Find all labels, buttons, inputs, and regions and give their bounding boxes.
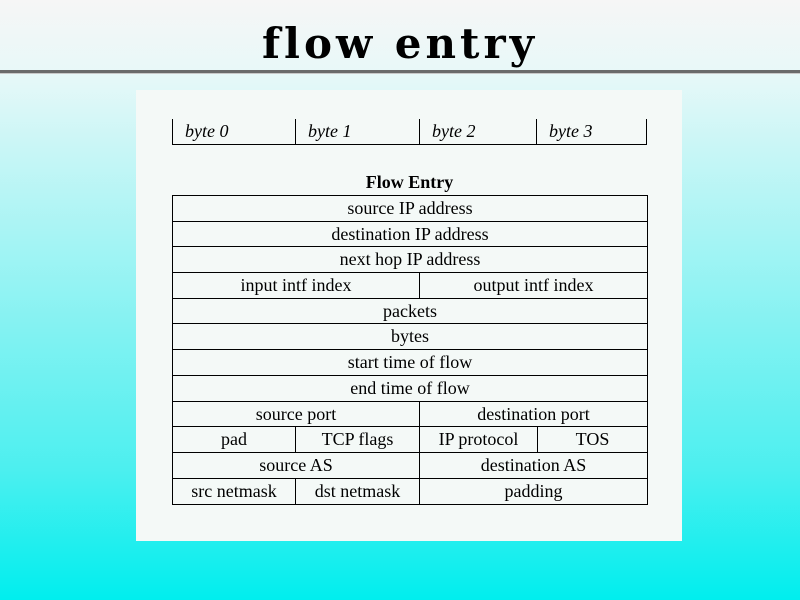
table-row: source port destination port (173, 402, 648, 427)
field-source-port: source port (173, 402, 420, 427)
table-row: packets (173, 299, 648, 324)
table-row: destination IP address (173, 222, 648, 247)
table-row: src netmask dst netmask padding (173, 479, 648, 505)
field-end-time-of-flow: end time of flow (173, 376, 648, 402)
field-destination-port: destination port (420, 402, 648, 427)
field-source-ip-address: source IP address (173, 196, 648, 222)
byte-ruler: byte 0 byte 1 byte 2 byte 3 (172, 119, 647, 145)
table-row: bytes (173, 324, 648, 350)
table-row: source AS destination AS (173, 453, 648, 479)
field-tos: TOS (538, 427, 648, 453)
title-divider (0, 70, 800, 74)
table-row: start time of flow (173, 350, 648, 376)
table-row: next hop IP address (173, 247, 648, 273)
field-input-intf-index: input intf index (173, 273, 420, 299)
field-pad: pad (173, 427, 296, 453)
flow-entry-caption: Flow Entry (365, 172, 454, 192)
field-next-hop-ip-address: next hop IP address (173, 247, 648, 273)
field-start-time-of-flow: start time of flow (173, 350, 648, 376)
field-output-intf-index: output intf index (420, 273, 648, 299)
field-ip-protocol: IP protocol (420, 427, 538, 453)
byte-label-0: byte 0 (172, 119, 296, 144)
table-row: pad TCP flags IP protocol TOS (173, 427, 648, 453)
field-destination-as: destination AS (420, 453, 648, 479)
field-bytes: bytes (173, 324, 648, 350)
byte-ruler-end-tick (646, 119, 647, 144)
diagram-panel (136, 90, 682, 541)
byte-label-1: byte 1 (295, 119, 419, 144)
byte-label-3: byte 3 (536, 119, 647, 144)
table-row: end time of flow (173, 376, 648, 402)
field-padding: padding (420, 479, 648, 505)
flow-entry-table: source IP address destination IP address… (172, 195, 648, 505)
field-packets: packets (173, 299, 648, 324)
table-row: source IP address (173, 196, 648, 222)
field-dst-netmask: dst netmask (296, 479, 420, 505)
table-row: input intf index output intf index (173, 273, 648, 299)
byte-label-2: byte 2 (419, 119, 537, 144)
field-tcp-flags: TCP flags (296, 427, 420, 453)
field-destination-ip-address: destination IP address (173, 222, 648, 247)
field-source-as: source AS (173, 453, 420, 479)
slide-title: flow entry (261, 19, 538, 68)
field-src-netmask: src netmask (173, 479, 296, 505)
